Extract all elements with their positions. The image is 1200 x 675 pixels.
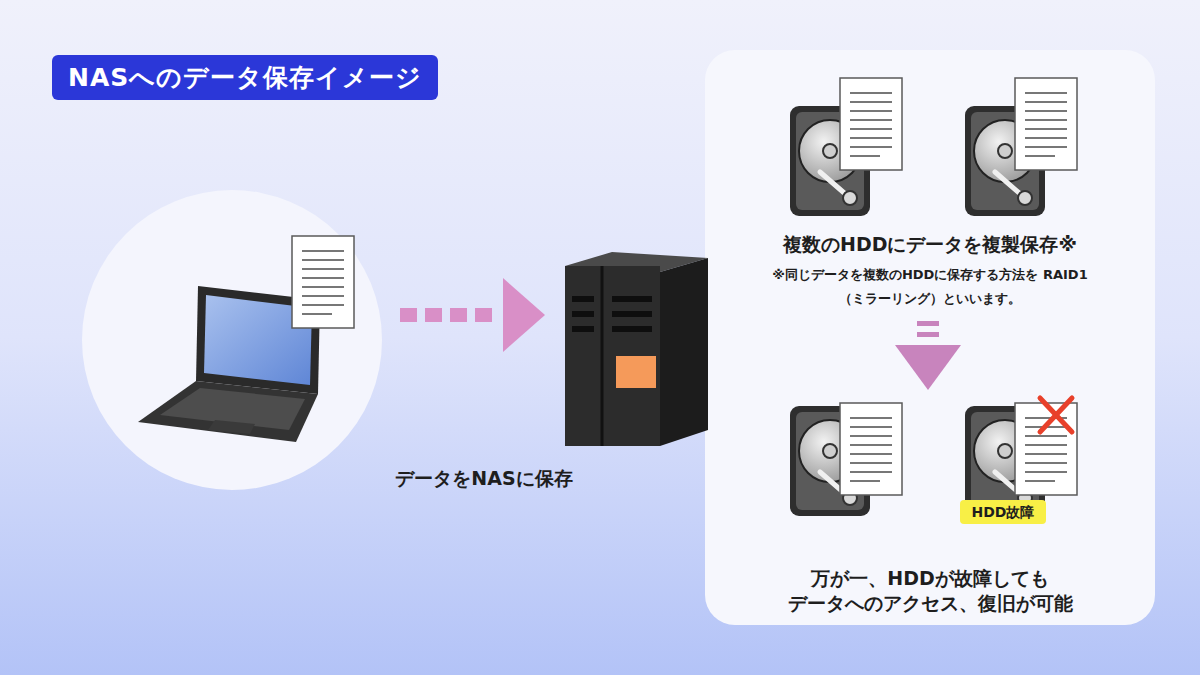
document-icon: [840, 403, 902, 495]
failure-cross: [1040, 398, 1072, 432]
document-icon: [840, 78, 902, 170]
panel-ground: [705, 50, 1155, 625]
laptop-circle: [82, 190, 382, 490]
down-arrow: [895, 321, 961, 390]
document-icon: [1015, 78, 1077, 170]
transfer-arrow: [400, 278, 545, 352]
failure-badge: HDD故障: [960, 500, 1047, 524]
recovery-note: 万が一、HDDが故障しても データへのアクセス、復旧が可能: [735, 566, 1125, 616]
badge-text: HDD故障: [972, 503, 1035, 521]
title-badge: NASへのデータ保存イメージ: [52, 55, 438, 100]
nas-server: [565, 252, 708, 446]
info-panel: HDD故障 複数のHDDにデータを複製保存※ ※同じデータを複数のHDDに保存する方…: [705, 50, 1155, 625]
save-caption: データをNASに保存: [395, 466, 572, 492]
document-icon: [292, 236, 354, 328]
document-icon: [1015, 403, 1077, 495]
raid-note: ※同じデータを複数のHDDに保存する方法を RAID1（ミラーリング）といいます…: [750, 263, 1110, 311]
panel-heading: 複数のHDDにデータを複製保存※: [715, 231, 1145, 257]
